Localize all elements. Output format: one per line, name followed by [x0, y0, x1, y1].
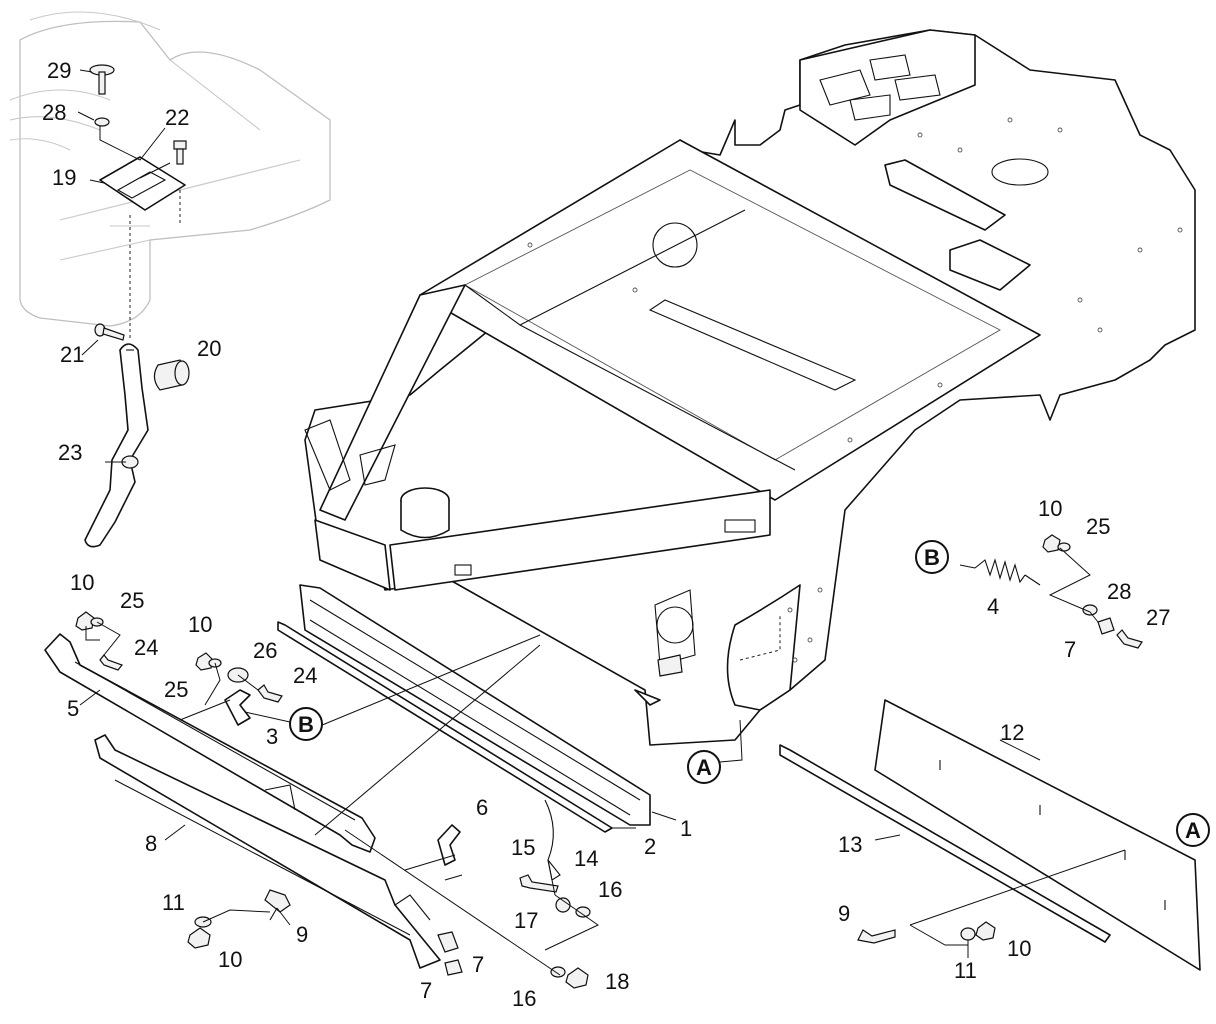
- bolt-9-icon: [264, 889, 291, 913]
- callout-8: 8: [145, 831, 157, 856]
- ref-a-marker: A: [687, 750, 721, 784]
- ref-a-label: A: [1185, 818, 1201, 843]
- spacer-7-icon: [444, 959, 463, 976]
- callout-10: 10: [1007, 936, 1031, 961]
- washer-16-icon: [550, 966, 566, 978]
- callout-25: 25: [120, 588, 144, 613]
- callout-26: 26: [253, 638, 277, 663]
- channel-8: [94, 734, 441, 969]
- seat-switch-bracket: [99, 125, 186, 340]
- bolt-24-icon: [99, 654, 123, 671]
- washer-11-icon: [960, 927, 976, 941]
- callout-2: 2: [644, 834, 656, 859]
- callout-6: 6: [476, 795, 488, 820]
- ref-b-label: B: [298, 712, 314, 737]
- washer-28-icon: [1082, 604, 1098, 616]
- nut-18-icon: [565, 967, 589, 989]
- lever-arm-23: [84, 343, 149, 548]
- callout-3: 3: [266, 724, 278, 749]
- reference-markers: B B A A: [289, 540, 1210, 847]
- label-leaders: [77, 69, 1041, 841]
- spring-4-icon: [959, 558, 1041, 586]
- callout-13: 13: [838, 832, 862, 857]
- callout-25: 25: [164, 677, 188, 702]
- ref-a-marker: A: [1176, 813, 1210, 847]
- callout-24: 24: [134, 635, 158, 660]
- bar-5: [44, 633, 376, 853]
- callout-1: 1: [680, 816, 692, 841]
- washer-25-icon: [1057, 542, 1071, 552]
- callout-19: 19: [52, 165, 76, 190]
- callout-9: 9: [296, 922, 308, 947]
- spacer-7-icon: [437, 931, 459, 953]
- bracket-6: [437, 824, 461, 866]
- callout-4: 4: [987, 594, 999, 619]
- plate-13: [779, 744, 1111, 943]
- plate-12: [874, 699, 1201, 971]
- nut-10-icon: [1042, 534, 1061, 553]
- washer-28-icon: [94, 117, 110, 127]
- callout-11: 11: [954, 958, 977, 983]
- callout-15: 15: [511, 835, 535, 860]
- callout-14: 14: [574, 846, 598, 871]
- ref-b-marker: B: [289, 707, 323, 741]
- callout-25: 25: [1086, 514, 1110, 539]
- callout-11: 11: [162, 890, 185, 915]
- nut-10-icon: [195, 652, 214, 671]
- callout-labels: 29 28 22 19 21 20 23 10 25 24 5 10 26 25…: [42, 58, 1170, 1011]
- knob-20-icon: [153, 359, 190, 391]
- callout-10: 10: [218, 947, 242, 972]
- callout-16: 16: [598, 877, 622, 902]
- callout-7: 7: [1064, 637, 1076, 662]
- bolt-15-icon: [519, 874, 559, 893]
- callout-28: 28: [42, 100, 66, 125]
- callout-23: 23: [58, 440, 82, 465]
- callout-17: 17: [514, 908, 538, 933]
- callout-12: 12: [1000, 720, 1024, 745]
- washer-16-icon: [575, 906, 591, 918]
- callout-7: 7: [420, 978, 432, 1003]
- ref-b-marker: B: [915, 540, 949, 574]
- nut-10-icon: [187, 927, 211, 949]
- callout-21: 21: [60, 342, 84, 367]
- bolt-24-icon: [257, 684, 283, 703]
- bolt-21-icon: [94, 323, 125, 341]
- ref-a-label: A: [696, 755, 712, 780]
- cable-14-icon: [544, 799, 561, 881]
- plate-1: [299, 584, 651, 826]
- bolt-27-icon: [1116, 629, 1143, 649]
- main-frame: [304, 29, 1196, 746]
- callout-7: 7: [472, 952, 484, 977]
- callout-22: 22: [165, 105, 189, 130]
- ref-b-label: B: [924, 545, 940, 570]
- callout-5: 5: [67, 696, 79, 721]
- callout-20: 20: [197, 336, 221, 361]
- nut-10-icon: [975, 921, 996, 941]
- callout-29: 29: [47, 58, 71, 83]
- spacer-7-icon: [1097, 617, 1115, 635]
- bolt-22-icon: [173, 140, 187, 225]
- callout-16: 16: [512, 986, 536, 1011]
- callout-10: 10: [1038, 496, 1062, 521]
- callout-9: 9: [838, 901, 850, 926]
- plate-2: [277, 621, 613, 833]
- bracket-3: [224, 689, 251, 726]
- callout-18: 18: [605, 969, 629, 994]
- callout-24: 24: [293, 663, 317, 688]
- callout-27: 27: [1146, 605, 1170, 630]
- callout-10: 10: [188, 612, 212, 637]
- leader-lines: [85, 547, 1126, 976]
- nut-10-icon: [75, 611, 95, 631]
- bolt-9-icon: [857, 929, 896, 944]
- callout-10: 10: [70, 570, 94, 595]
- bolt-29-icon: [89, 64, 115, 95]
- callout-28: 28: [1107, 579, 1131, 604]
